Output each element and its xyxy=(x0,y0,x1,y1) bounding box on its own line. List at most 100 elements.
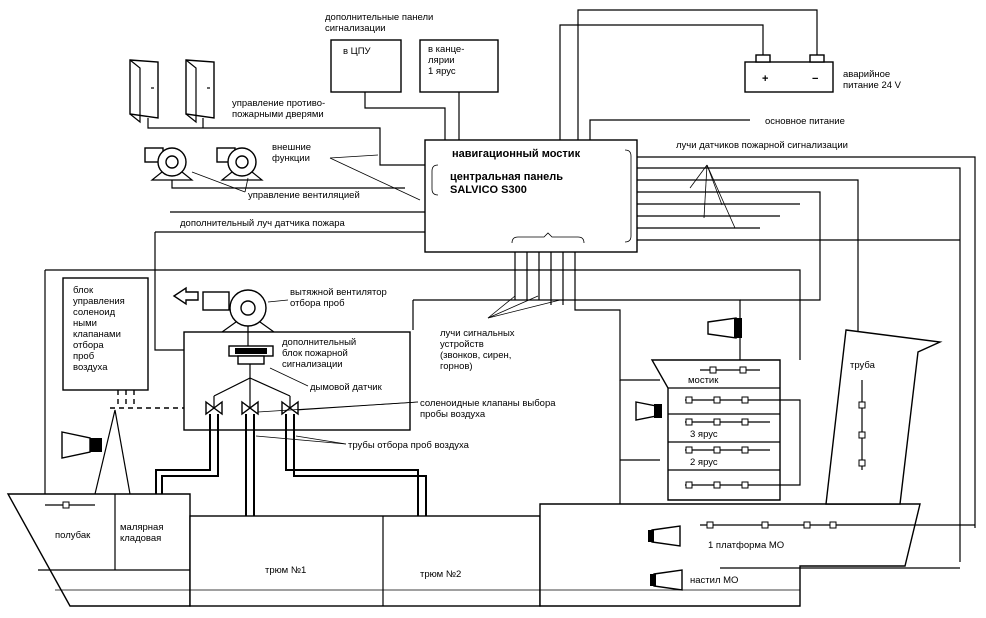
signal-loops-label-4: горнов) xyxy=(440,361,473,372)
distribution-line-2 xyxy=(413,299,741,318)
sampling-pipe-3 xyxy=(285,414,419,522)
signal-loops-label-1: лучи сигнальных xyxy=(440,328,515,339)
pipes-pointer-2 xyxy=(295,435,347,445)
main-power-label: основное питание xyxy=(765,116,845,127)
sensor-pointer-3 xyxy=(706,164,736,229)
extra-panels-label-2: сигнализации xyxy=(325,23,386,34)
panel-bottom-brace xyxy=(511,232,585,244)
signal-loop-6 xyxy=(574,252,660,381)
smoke-detector-label: дымовой датчик xyxy=(310,382,383,393)
manifold-right xyxy=(249,377,291,397)
engine-room-section xyxy=(539,503,921,607)
hold1-label: трюм №1 xyxy=(265,565,306,576)
funnel xyxy=(825,329,943,505)
cpu-panel-wire xyxy=(364,92,446,140)
signal-loops-label-3: (звонков, сирен, xyxy=(440,350,511,361)
office-panel-label-3: 1 ярус xyxy=(428,66,456,77)
horn-icon-bridge-top xyxy=(707,317,742,339)
sensor-pointer-1 xyxy=(689,164,708,189)
cpu-panel-label: в ЦПУ xyxy=(343,46,372,57)
er-sensor-2 xyxy=(761,521,769,529)
fire-door-label-2: пожарными дверями xyxy=(232,109,324,120)
ventilation-label: управление вентиляцией xyxy=(248,190,360,201)
signal-loops-label-2: устройств xyxy=(440,339,484,350)
bridge-label: мостик xyxy=(688,375,719,386)
battery-wire-plus xyxy=(559,24,764,140)
solenoid-valve-icon-1 xyxy=(205,396,223,416)
solenoid-block-label-3: соленоид xyxy=(73,307,116,318)
extra-panels-label-1: дополнительные панели xyxy=(325,12,433,23)
central-panel-box xyxy=(424,139,638,253)
solenoid-block-label-2: управления xyxy=(73,296,125,307)
sampling-pipes-label: трубы отбора проб воздуха xyxy=(348,440,470,451)
valves-pointer-2 xyxy=(257,401,419,413)
emergency-power-label-2: питание 24 V xyxy=(843,80,902,91)
fire-door-icon-1 xyxy=(129,59,159,124)
forecastle-label: полубак xyxy=(55,530,91,541)
er-sensor-1 xyxy=(706,521,714,529)
office-panel-label-1: в канце- xyxy=(428,44,464,55)
sensor-loop-2 xyxy=(637,167,961,562)
solenoid-block-label-4: ными xyxy=(73,318,97,329)
solenoid-valves-label-2: пробы воздуха xyxy=(420,409,486,420)
deck4-sensor-1 xyxy=(685,396,693,404)
solenoid-block-label-1: блок xyxy=(73,285,94,296)
panel-right-brace xyxy=(624,149,632,243)
deck-riser xyxy=(770,399,801,486)
solenoid-block-label-6: отбора xyxy=(73,340,104,351)
paint-store-label-1: малярная xyxy=(120,522,163,533)
sensor-loop-1 xyxy=(637,156,976,528)
sampling-pipe-1b xyxy=(161,414,219,498)
exhaust-fan-label-1: вытяжной вентилятор xyxy=(290,287,387,298)
smoke-detector-pointer xyxy=(269,367,309,387)
solenoid-block-label-7: проб xyxy=(73,351,95,362)
central-panel-label-2: SALVICO S300 xyxy=(450,184,527,196)
er-floor-label: настил МО xyxy=(690,575,738,586)
deck2-sensor-2 xyxy=(713,446,721,454)
battery-minus: − xyxy=(812,73,818,85)
battery-wire-minus xyxy=(577,9,818,140)
paint-store-label-2: кладовая xyxy=(120,533,161,544)
superstructure xyxy=(650,359,781,501)
deck3-sensor-2 xyxy=(713,418,721,426)
horn-icon-bridge-side xyxy=(635,401,662,421)
bridge-sensor-1 xyxy=(709,366,717,374)
extra-fire-loop-label: дополнительный луч датчика пожара xyxy=(180,218,346,229)
vent-pointer-2 xyxy=(244,177,249,193)
sensor-loop-3 xyxy=(637,179,859,390)
panel-left-brace xyxy=(431,164,439,196)
fire-sensor-loops-label: лучи датчиков пожарной сигнализации xyxy=(676,140,848,151)
exhaust-fan-label-2: отбора проб xyxy=(290,298,345,309)
office-panel-box xyxy=(419,39,499,93)
signal-pointer-3 xyxy=(487,299,561,319)
bridge-sensor-2 xyxy=(739,366,747,374)
smoke-detector-icon xyxy=(228,345,274,365)
extra-fire-panel-label-2: блок пожарной xyxy=(282,348,348,359)
nav-bridge-label: навигационный мостик xyxy=(452,148,581,160)
fire-door-icon-2 xyxy=(185,59,215,124)
deck2-sensor-3 xyxy=(741,446,749,454)
office-panel-label-2: лярии xyxy=(428,55,455,66)
cargo-hold-section xyxy=(189,515,541,607)
sampling-pipe-3b xyxy=(293,414,427,522)
funnel-sensor-3 xyxy=(858,459,866,467)
external-functions-label-2: функции xyxy=(272,153,310,164)
exhaust-fan-pointer xyxy=(267,299,289,303)
solenoid-control-block xyxy=(62,277,149,391)
battery-plus: + xyxy=(762,73,768,85)
extra-fire-panel-label-3: сигнализации xyxy=(282,359,343,370)
extra-fire-panel-label-1: дополнительный xyxy=(282,337,356,348)
hold2-label: трюм №2 xyxy=(420,569,461,580)
central-panel-label-1: центральная панель xyxy=(450,171,563,183)
hull-bow xyxy=(6,493,191,607)
deck3-sensor-1 xyxy=(685,418,693,426)
fire-door-label-1: управление противо- xyxy=(232,98,325,109)
er-sensor-3 xyxy=(803,521,811,529)
solenoid-valves-label-1: соленоидные клапаны выбора xyxy=(420,398,556,409)
manifold-left xyxy=(213,377,251,397)
exhaust-fan-icon xyxy=(202,289,276,333)
main-power-wire xyxy=(589,119,750,140)
sensor-pointer-2 xyxy=(703,164,708,219)
solenoid-valve-icon-2 xyxy=(241,396,259,416)
